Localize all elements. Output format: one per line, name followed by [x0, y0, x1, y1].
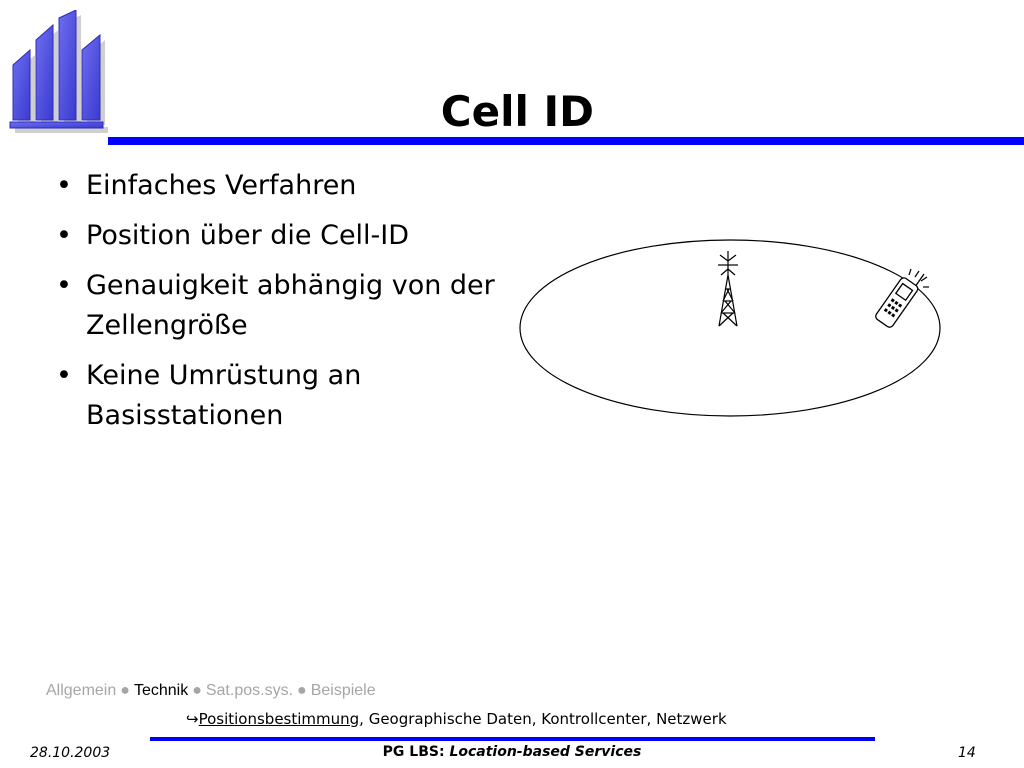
nav-item-allgemein[interactable]: Allgemein: [46, 682, 117, 699]
page-number: 14: [958, 745, 976, 761]
mobile-phone-icon: [875, 273, 925, 328]
footer-date: 28.10.2003: [30, 745, 111, 761]
footer-title-sub: Location-based Services: [449, 744, 642, 760]
footer-title: PG LBS: Location-based Services: [0, 744, 1024, 760]
footer-divider: [150, 737, 875, 741]
title-divider: [108, 137, 1024, 145]
bullet-list: Einfaches Verfahren Position über die Ce…: [44, 166, 504, 446]
bullet-item: Genauigkeit abhängig von der Zellengröße: [44, 266, 504, 346]
arrow-icon: ↪: [186, 710, 199, 728]
nav-separator: ●: [192, 682, 202, 699]
bullet-item: Einfaches Verfahren: [44, 166, 504, 206]
subnav-rest: , Geographische Daten, Kontrollcenter, N…: [359, 710, 727, 728]
nav-item-technik[interactable]: Technik: [133, 682, 189, 699]
nav-separator: ●: [120, 682, 130, 699]
subsection-nav: ↪Positionsbestimmung, Geographische Date…: [186, 710, 727, 728]
cell-tower-icon: [718, 251, 738, 327]
section-nav: Allgemein●Technik●Sat.pos.sys.●Beispiele: [46, 682, 376, 700]
nav-item-beispiele[interactable]: Beispiele: [310, 682, 376, 699]
bullet-item: Position über die Cell-ID: [44, 216, 504, 256]
subnav-item-positionsbestimmung[interactable]: Positionsbestimmung: [198, 710, 360, 728]
footer-title-prefix: PG LBS:: [382, 744, 450, 760]
cell-diagram: [519, 239, 941, 417]
cell-area: [519, 239, 941, 417]
bullet-item: Keine Umrüstung an Basisstationen: [44, 356, 504, 436]
nav-item-sat-pos-sys[interactable]: Sat.pos.sys.: [205, 682, 294, 699]
slide-title: Cell ID: [440, 87, 594, 136]
university-logo: [9, 10, 108, 133]
nav-separator: ●: [297, 682, 307, 699]
signal-waves: [908, 268, 929, 288]
